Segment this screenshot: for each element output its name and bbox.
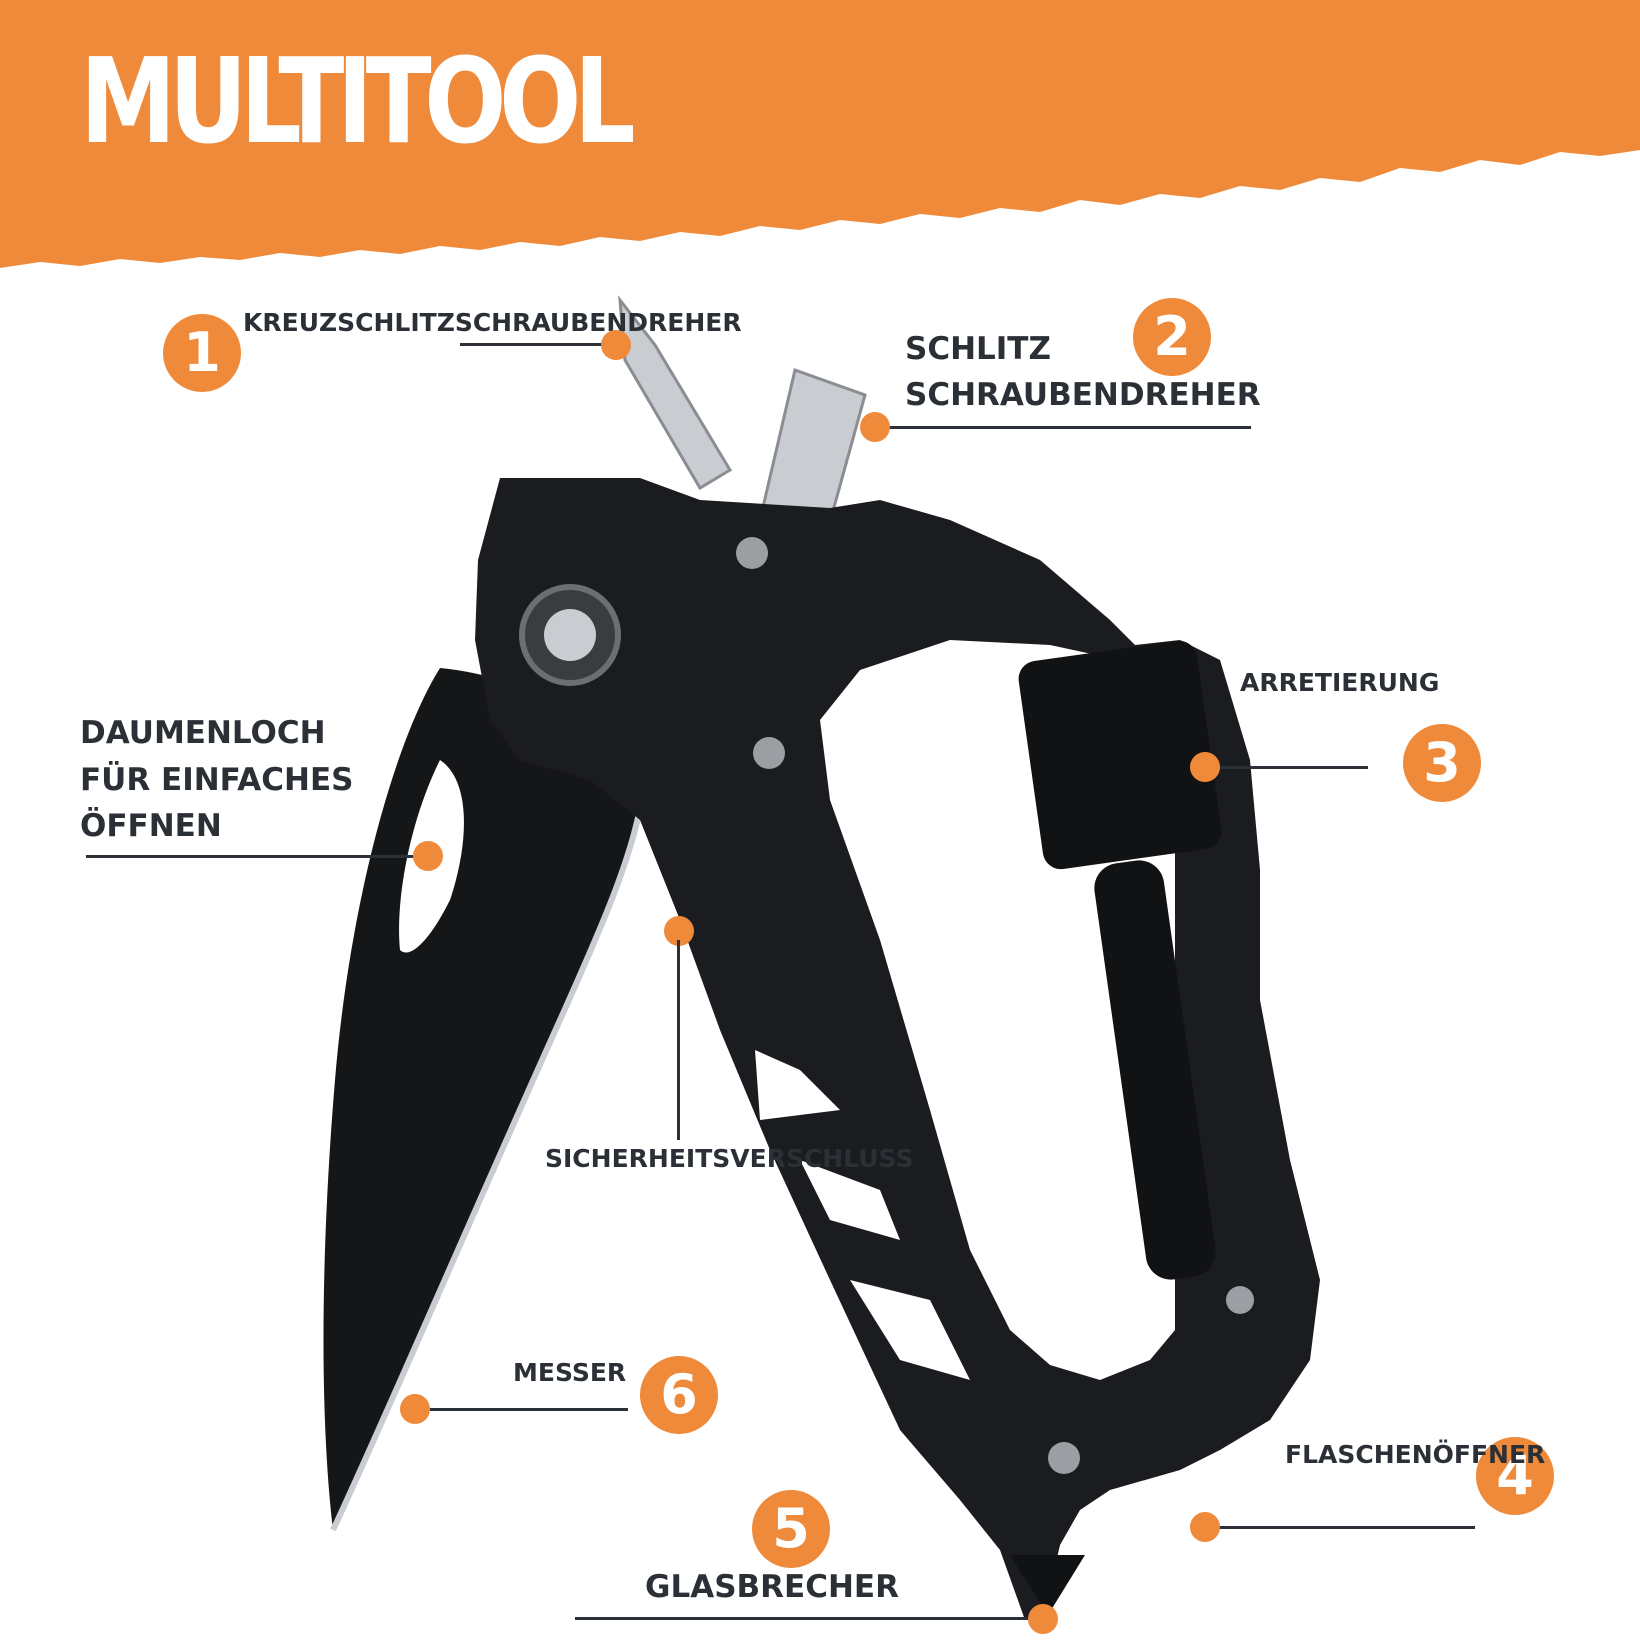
handle-cutout [850,1280,970,1380]
label-knife: MESSER [513,1358,627,1387]
leader-line [1205,766,1368,769]
glass-breaker-tip [1010,1555,1085,1615]
blade-edge [330,807,643,1532]
marker-dot [413,841,443,871]
leader-line [430,1408,628,1411]
feature-number-4: 4 [1476,1437,1554,1515]
locking-sleeve [1018,640,1222,870]
marker-dot [1190,1512,1220,1542]
marker-dot [1190,752,1220,782]
feature-number-3: 3 [1403,724,1481,802]
leader-line [86,855,426,858]
marker-dot [400,1394,430,1424]
feature-number-2: 2 [1133,298,1211,376]
label-phillips-screwdriver: KREUZSCHLITZSCHRAUBENDREHER [243,308,742,337]
feature-number-5: 5 [752,1490,830,1568]
feature-number-1: 1 [163,314,241,392]
label-thumb-hole-line1: DAUMENLOCH [80,715,326,751]
pivot-screw-cap [544,609,596,661]
label-thumb-hole-line2: FÜR EINFACHES [80,762,354,798]
label-safety-lock: SICHERHEITSVERSCHLUSS [545,1144,914,1173]
label-bottle-opener: FLASCHENÖFFNER [1285,1440,1546,1469]
label-glass-breaker: GLASBRECHER [645,1569,899,1605]
marker-dot [860,412,890,442]
feature-number-6: 6 [640,1356,718,1434]
label-slot-screwdriver-line2: SCHRAUBENDREHER [905,377,1261,413]
leader-line [875,426,1251,429]
handle-cutout [800,1160,900,1240]
marker-dot [601,330,631,360]
screw [753,737,785,769]
leader-line [1205,1526,1475,1529]
tool-handle [475,478,1320,1620]
leader-line [575,1617,1035,1620]
label-thumb-hole-line3: ÖFFNEN [80,808,222,844]
screw [1226,1286,1254,1314]
marker-dot [1028,1604,1058,1634]
label-locking: ARRETIERUNG [1240,668,1440,697]
knife-blade [323,668,640,1530]
handle-cutout [755,1050,840,1120]
label-slot-screwdriver-line1: SCHLITZ [905,331,1051,367]
screw [736,537,768,569]
leader-line [677,940,680,1140]
page-title: MULTITOOL [80,32,636,170]
leader-line [460,343,615,346]
header-banner [0,0,1640,268]
screw [1048,1442,1080,1474]
gate-rod [1094,860,1216,1280]
